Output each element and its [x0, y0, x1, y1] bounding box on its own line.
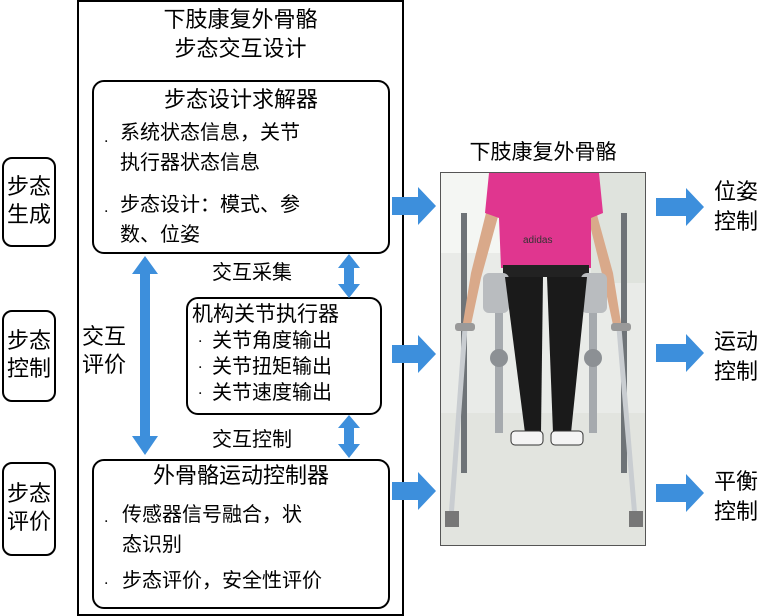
side-label-line2: 评价: [6, 510, 51, 535]
right-label-line1: 运动: [714, 330, 759, 355]
right-label-line2: 控制: [714, 210, 759, 235]
actuator-item-speed: 关节速度输出: [212, 380, 332, 404]
motion-controller-box: [92, 459, 390, 609]
controller-item-1-line1: 传感器信号融合，状: [122, 502, 302, 526]
bullet-dot: ·: [104, 204, 109, 220]
right-label-pose-control: 位姿 控制: [714, 178, 758, 238]
gait-design-solver-box: [92, 80, 390, 254]
bullet-dot: ·: [198, 334, 203, 350]
side-label-gait-control: 步态 控制: [2, 310, 56, 402]
actuator-item-torque: 关节扭矩输出: [212, 354, 332, 378]
joint-actuator-box: [186, 297, 382, 415]
bullet-dot: ·: [198, 360, 203, 376]
side-label-line2: 控制: [6, 357, 51, 382]
side-label-line1: 步态: [6, 175, 51, 200]
right-label-line2: 控制: [714, 500, 759, 525]
bullet-dot: ·: [104, 134, 109, 150]
exoskeleton-illustration: adidas: [441, 173, 645, 545]
arrow-right-pose: [656, 188, 704, 226]
exoskeleton-photo: adidas: [440, 172, 646, 546]
controller-item-1-line2: 态识别: [122, 532, 182, 556]
bullet-dot: ·: [104, 576, 109, 592]
solver-item-1-line1: 系统状态信息，关节: [120, 120, 300, 144]
side-label-line1: 步态: [6, 329, 51, 354]
photo-title: 下肢康复外骨骼: [469, 140, 617, 164]
solver-item-1-line2: 执行器状态信息: [120, 150, 260, 174]
controller-title: 外骨骼运动控制器: [152, 464, 329, 489]
actuator-item-angle: 关节角度输出: [212, 328, 332, 352]
right-label-line2: 控制: [714, 360, 759, 385]
svg-text:adidas: adidas: [523, 235, 552, 246]
solver-title: 步态设计求解器: [163, 88, 318, 113]
controller-item-2: 步态评价，安全性评价: [122, 568, 322, 592]
right-label-motion-control: 运动 控制: [714, 328, 758, 388]
eval-label-line2: 评价: [82, 353, 127, 378]
side-label-gait-evaluation: 步态 评价: [2, 462, 56, 556]
bullet-dot: ·: [104, 514, 109, 530]
solver-item-2-line1: 步态设计：模式、参: [120, 192, 300, 216]
solver-item-2-line2: 数、位姿: [120, 222, 200, 246]
right-label-line1: 平衡: [714, 470, 759, 495]
arrow-right-motion: [656, 334, 704, 372]
interaction-evaluation-label: 交互 评价: [82, 324, 126, 380]
main-title-line2: 步态交互设计: [174, 37, 307, 62]
side-label-gait-generation: 步态 生成: [2, 157, 56, 247]
main-title-line1: 下肢康复外骨骼: [163, 8, 318, 33]
actuator-title: 机构关节执行器: [192, 302, 339, 326]
right-label-line1: 位姿: [714, 180, 759, 205]
main-title: 下肢康复外骨骼 步态交互设计: [77, 6, 404, 64]
right-label-balance-control: 平衡 控制: [714, 468, 758, 528]
interaction-collect-label: 交互采集: [212, 260, 292, 284]
eval-label-line1: 交互: [82, 325, 127, 350]
interaction-control-label: 交互控制: [212, 427, 292, 451]
side-label-line1: 步态: [6, 482, 51, 507]
side-label-line2: 生成: [6, 203, 51, 228]
bullet-dot: ·: [198, 386, 203, 402]
arrow-right-balance: [656, 474, 704, 512]
